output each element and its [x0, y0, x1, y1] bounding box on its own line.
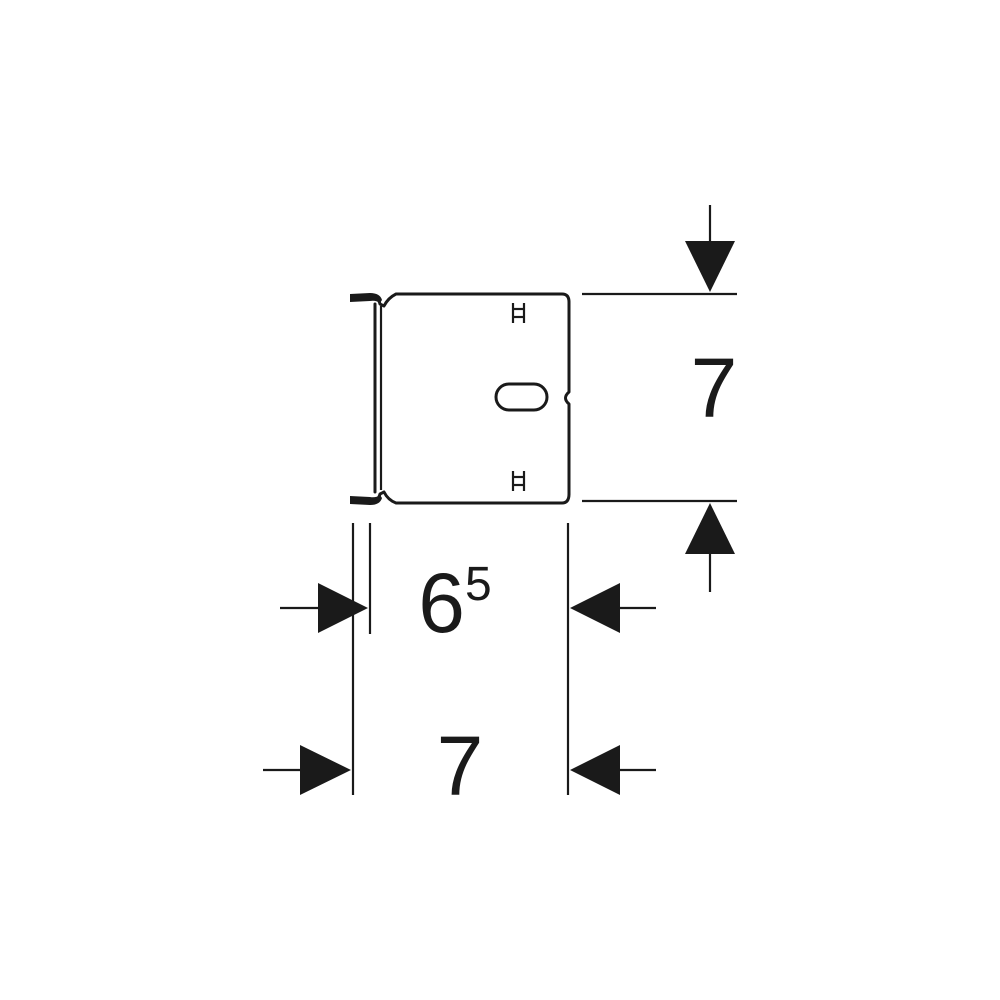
duct-top-lip: [350, 292, 571, 308]
height-dimension-value: 7: [691, 341, 738, 435]
bottom-mounting-slot: [511, 471, 526, 491]
center-oblong-hole: [494, 382, 549, 412]
inner-arrow-right-head: [570, 583, 620, 633]
inner-width-dimension-value: 65: [418, 556, 491, 650]
inner-arrow-left-head: [318, 583, 368, 633]
outer-width-dimension: 7: [263, 523, 656, 813]
height-dimension: 7: [582, 205, 737, 592]
outer-arrow-right-head: [570, 745, 620, 795]
duct-bottom-lip: [350, 490, 571, 505]
duct-top-lip-hook: [350, 293, 382, 303]
duct-profile: [350, 292, 571, 505]
height-arrow-bottom-head: [685, 503, 735, 554]
inner-width-base: 6: [418, 556, 465, 650]
inner-width-superscript: 5: [465, 558, 492, 611]
duct-bottom-lip-hook: [350, 495, 382, 505]
outer-arrow-left-head: [300, 745, 351, 795]
outer-width-dimension-value: 7: [437, 719, 484, 813]
top-mounting-slot: [511, 303, 526, 323]
duct-right-wall: [564, 300, 571, 496]
height-arrow-top-head: [685, 241, 735, 292]
inner-width-dimension: 65: [280, 523, 656, 795]
